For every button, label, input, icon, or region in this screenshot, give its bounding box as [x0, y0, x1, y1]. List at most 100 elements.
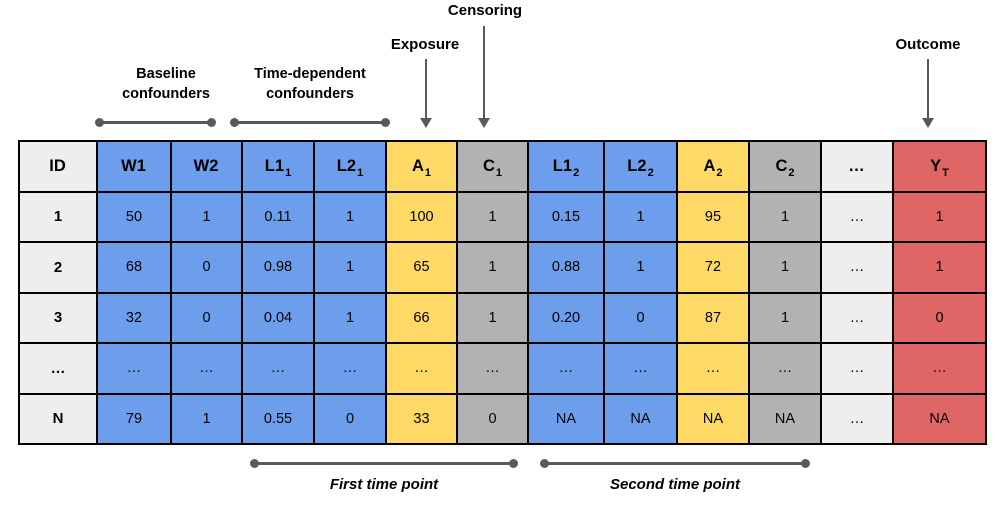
col-header-l2-2: L22: [603, 140, 678, 193]
cell: 1: [603, 241, 678, 294]
baseline-confounders-bracket: [95, 118, 216, 127]
arrow-line: [424, 59, 428, 119]
cell: 1: [170, 190, 243, 243]
cell: 1: [603, 190, 678, 243]
header-text: Y: [930, 156, 942, 175]
bracket-dot-icon: [381, 118, 390, 127]
second-time-point-bracket: [540, 459, 810, 468]
cell: …: [241, 342, 315, 395]
cell: 0: [892, 291, 987, 344]
cell: …: [820, 241, 894, 294]
col-header-ellipsis: …: [820, 140, 894, 193]
table-row: … … … … … … … … … … … … …: [18, 342, 987, 395]
cell: 50: [96, 190, 172, 243]
cell: 1: [456, 241, 529, 294]
col-header-c2: C2: [748, 140, 822, 193]
col-header-l2-1: L21: [313, 140, 387, 193]
header-subscript: 1: [495, 166, 503, 179]
cell: NA: [748, 392, 822, 445]
cell: …: [385, 342, 458, 395]
table-row: 1 50 1 0.11 1 100 1 0.15 1 95 1 … 1: [18, 190, 987, 243]
header-subscript: T: [942, 166, 949, 179]
cell-id: 2: [18, 241, 98, 294]
cell: 0: [313, 392, 387, 445]
arrow-head: [419, 118, 432, 128]
arrow-head: [921, 118, 934, 128]
longitudinal-data-table: ID W1 W2 L11 L21 A1 C1 L12 L22 A2 C2 … Y…: [18, 140, 987, 445]
cell: 0: [603, 291, 678, 344]
cell: 1: [748, 190, 822, 243]
first-time-point-bracket: [250, 459, 518, 468]
cell-id: …: [18, 342, 98, 395]
header-subscript: 1: [285, 166, 292, 179]
baseline-label-line2: confounders: [122, 86, 210, 102]
cell: 1: [456, 291, 529, 344]
cell: NA: [603, 392, 678, 445]
bracket-dot-icon: [230, 118, 239, 127]
cell: 1: [892, 241, 987, 294]
col-header-w2: W2: [170, 140, 243, 193]
cell: 1: [456, 190, 529, 243]
col-header-id: ID: [18, 140, 98, 193]
bracket-dot-icon: [250, 459, 259, 468]
cell: 0.15: [527, 190, 605, 243]
bracket-line: [545, 462, 805, 465]
header-subscript: 2: [573, 166, 580, 179]
cell: 0.98: [241, 241, 315, 294]
header-text: W2: [193, 156, 219, 175]
cell: 1: [313, 190, 387, 243]
header-row: ID W1 W2 L11 L21 A1 C1 L12 L22 A2 C2 … Y…: [18, 140, 987, 193]
cell: 66: [385, 291, 458, 344]
timedep-confounders-label: Time-dependent confounders: [225, 64, 395, 104]
bracket-dot-icon: [801, 459, 810, 468]
cell: 0: [170, 291, 243, 344]
cell: …: [748, 342, 822, 395]
cell: …: [820, 190, 894, 243]
second-time-point-label: Second time point: [609, 476, 740, 493]
header-subscript: 2: [647, 166, 654, 179]
col-header-l1-2: L12: [527, 140, 605, 193]
cell: 100: [385, 190, 458, 243]
cell: …: [527, 342, 605, 395]
header-text: W1: [121, 156, 146, 175]
header-text: A: [703, 156, 716, 175]
bracket-line: [255, 462, 513, 465]
header-text: L2: [336, 156, 357, 175]
cell-id: 3: [18, 291, 98, 344]
cell: …: [456, 342, 529, 395]
cell: 0.11: [241, 190, 315, 243]
cell: 0.88: [527, 241, 605, 294]
col-header-a2: A2: [676, 140, 750, 193]
bracket-dot-icon: [95, 118, 104, 127]
cell: …: [170, 342, 243, 395]
cell: 72: [676, 241, 750, 294]
col-header-w1: W1: [96, 140, 172, 193]
timedep-confounders-bracket: [230, 118, 390, 127]
header-subscript: 2: [716, 166, 723, 179]
cell: 1: [313, 241, 387, 294]
header-text: L2: [627, 156, 647, 175]
header-subscript: 1: [357, 166, 364, 179]
header-text: C: [775, 156, 788, 175]
cell: …: [96, 342, 172, 395]
cell: 1: [313, 291, 387, 344]
outcome-label: Outcome: [895, 36, 961, 53]
cell: 65: [385, 241, 458, 294]
table-row: 2 68 0 0.98 1 65 1 0.88 1 72 1 … 1: [18, 241, 987, 294]
header-subscript: 1: [424, 166, 432, 179]
cell-id: N: [18, 392, 98, 445]
cell: 0.04: [241, 291, 315, 344]
cell: 79: [96, 392, 172, 445]
cell: 1: [748, 291, 822, 344]
header-text: L1: [264, 156, 285, 175]
col-header-yt: YT: [892, 140, 987, 193]
arrow-line: [926, 59, 930, 119]
baseline-label-line1: Baseline: [136, 66, 196, 82]
censoring-label: Censoring: [447, 2, 523, 19]
header-text: A: [411, 156, 424, 175]
cell: 87: [676, 291, 750, 344]
cell: 0.20: [527, 291, 605, 344]
cell: NA: [892, 392, 987, 445]
cell: 0.55: [241, 392, 315, 445]
